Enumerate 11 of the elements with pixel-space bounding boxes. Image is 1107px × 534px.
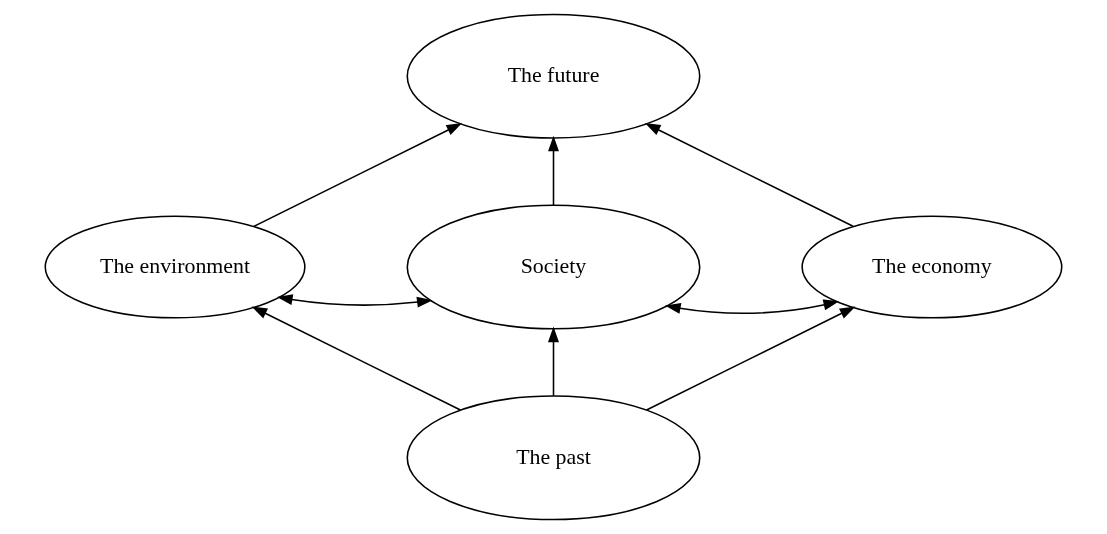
node-ellipse: The past — [406, 395, 701, 521]
node-ellipse: Society — [406, 204, 701, 330]
arrow — [276, 294, 433, 308]
arrow — [644, 123, 854, 228]
arrow — [251, 306, 462, 411]
arrow — [665, 299, 840, 315]
arrow — [548, 326, 559, 397]
arrow — [548, 135, 559, 206]
node-ellipse: The future — [406, 13, 701, 139]
arrow — [645, 306, 856, 411]
arrow — [253, 123, 463, 228]
